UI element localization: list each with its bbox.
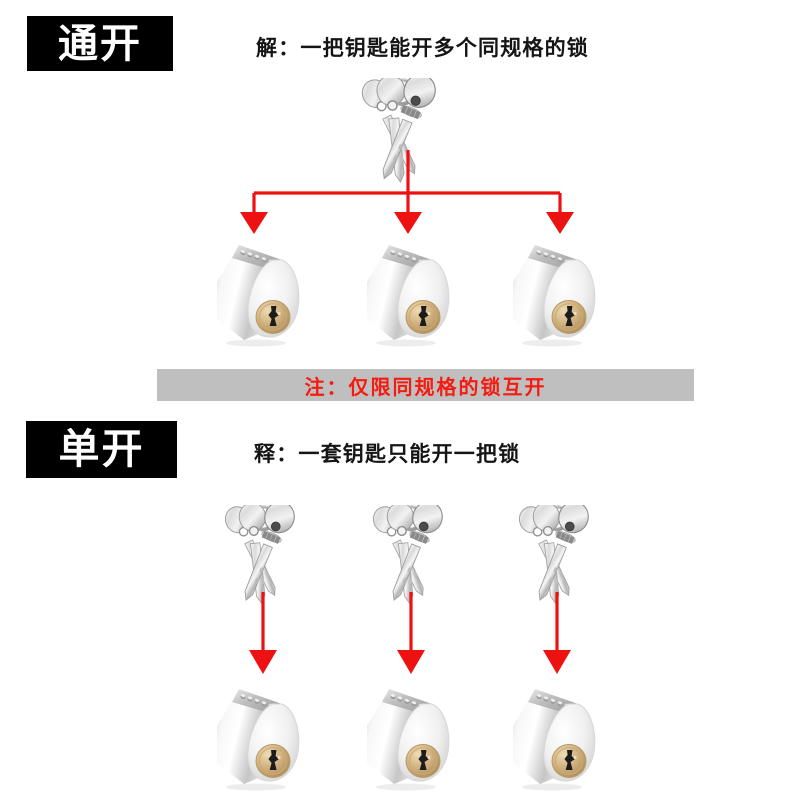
key-bunch-icon: ████ bbox=[372, 505, 443, 605]
down-arrow-icon bbox=[397, 592, 425, 674]
lock-cylinder-icon bbox=[513, 689, 596, 791]
section-caption-tongkai: 解：一把钥匙能开多个同规格的锁 bbox=[256, 37, 589, 60]
down-arrow-icon bbox=[249, 592, 277, 674]
key-bunch-icon: ████ bbox=[518, 505, 589, 605]
lock-cylinder-icon bbox=[217, 245, 300, 347]
lock-cylinder-icon bbox=[513, 245, 596, 347]
lock-cylinder-icon bbox=[217, 689, 300, 791]
down-arrow-icon bbox=[543, 592, 571, 674]
key-bunch-icon: ████ bbox=[224, 505, 295, 605]
section-caption-dankai: 释：一套钥匙只能开一把锁 bbox=[254, 443, 521, 466]
note-banner-text: 注：仅限同规格的锁互开 bbox=[304, 376, 547, 399]
key-bunch-icon: ████ bbox=[361, 78, 436, 184]
lock-cylinder-icon bbox=[367, 689, 450, 791]
down-arrow-icon bbox=[240, 150, 574, 234]
section-tag-tongkai: 通开 bbox=[27, 16, 173, 71]
note-banner: 注：仅限同规格的锁互开 bbox=[157, 369, 694, 401]
lock-cylinder-icon bbox=[367, 245, 450, 347]
section-tag-dankai: 单开 bbox=[26, 421, 177, 478]
